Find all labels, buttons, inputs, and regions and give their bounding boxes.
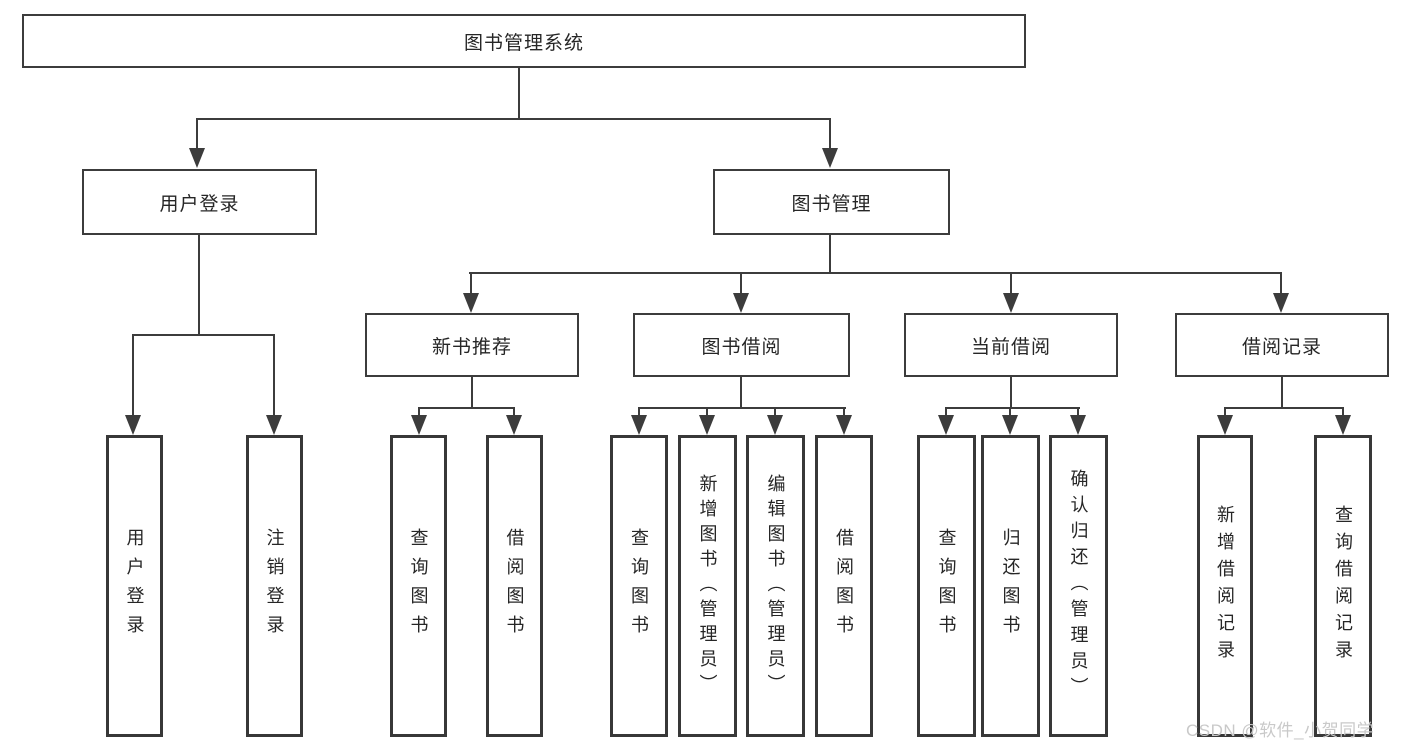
- connector-borrow-stem: [740, 377, 742, 409]
- leaf-logout-label: 注销登录: [264, 528, 285, 644]
- arrow-to-br-add: [1217, 415, 1233, 435]
- connector-to-nb-query: [418, 407, 420, 419]
- csdn-watermark: CSDN @软件_小贺同学: [1186, 721, 1375, 740]
- connector-user-login-stem: [198, 235, 200, 336]
- connector-new-books-rail: [418, 407, 515, 409]
- node-root: 图书管理系统: [22, 14, 1026, 68]
- connector-to-br-add: [1224, 407, 1226, 419]
- leaf-bb-add-label: 新增图书（管理员）: [697, 473, 718, 699]
- connector-to-new-books: [470, 272, 472, 295]
- leaf-cb-confirm: 确认归还（管理员）: [1049, 435, 1108, 737]
- connector-level3-rail: [469, 272, 1281, 274]
- leaf-cb-return-label: 归还图书: [1000, 528, 1021, 644]
- leaf-cb-query-label: 查询图书: [936, 528, 957, 644]
- arrow-to-borrow: [733, 293, 749, 313]
- arrow-to-bb-edit: [767, 415, 783, 435]
- leaf-nb-query-label: 查询图书: [408, 528, 429, 644]
- arrow-to-cb-query: [938, 415, 954, 435]
- connector-new-books-stem: [471, 377, 473, 409]
- node-records: 借阅记录: [1175, 313, 1389, 377]
- leaf-nb-query: 查询图书: [390, 435, 447, 737]
- arrow-to-records: [1273, 293, 1289, 313]
- arrow-to-cb-confirm: [1070, 415, 1086, 435]
- arrow-to-current: [1003, 293, 1019, 313]
- connector-root-stem: [518, 68, 520, 119]
- connector-to-cb-return: [1009, 407, 1011, 419]
- connector-to-user-login: [196, 118, 198, 150]
- node-book-mgmt: 图书管理: [713, 169, 950, 235]
- leaf-bb-query: 查询图书: [610, 435, 668, 737]
- connector-book-mgmt-stem: [829, 235, 831, 274]
- connector-to-bb-borrow: [843, 407, 845, 419]
- leaf-cb-confirm-label: 确认归还（管理员）: [1068, 469, 1089, 703]
- arrow-to-bb-query: [631, 415, 647, 435]
- connector-records-stem: [1281, 377, 1283, 409]
- arrow-to-user-login: [189, 148, 205, 168]
- connector-to-current: [1010, 272, 1012, 295]
- node-records-label: 借阅记录: [1241, 336, 1322, 358]
- connector-to-bb-add: [706, 407, 708, 419]
- leaf-user-login-label: 用户登录: [124, 528, 145, 644]
- node-new-books-label: 新书推荐: [431, 336, 512, 358]
- node-current: 当前借阅: [904, 313, 1118, 377]
- leaf-cb-return: 归还图书: [981, 435, 1040, 737]
- leaf-bb-query-label: 查询图书: [629, 528, 649, 644]
- connector-user-login-rail: [132, 334, 275, 336]
- arrow-to-bb-add: [699, 415, 715, 435]
- arrow-to-book-mgmt: [822, 148, 838, 168]
- arrow-to-cb-return: [1002, 415, 1018, 435]
- leaf-br-query-label: 查询借阅记录: [1333, 505, 1353, 667]
- connector-to-book-mgmt: [829, 118, 831, 150]
- leaf-nb-borrow-label: 借阅图书: [504, 528, 525, 644]
- node-book-mgmt-label: 图书管理: [791, 193, 872, 215]
- node-current-label: 当前借阅: [970, 336, 1051, 358]
- leaf-bb-add: 新增图书（管理员）: [678, 435, 737, 737]
- leaf-br-add-label: 新增借阅记录: [1215, 505, 1235, 667]
- leaf-bb-borrow-label: 借阅图书: [834, 528, 854, 644]
- connector-records-rail: [1224, 407, 1344, 409]
- connector-to-leaf-logout: [273, 334, 275, 416]
- connector-current-rail: [945, 407, 1080, 409]
- connector-to-bb-query: [638, 407, 640, 419]
- node-borrow: 图书借阅: [633, 313, 850, 377]
- arrow-to-bb-borrow: [836, 415, 852, 435]
- connector-level2-rail: [197, 118, 831, 120]
- connector-to-cb-query: [945, 407, 947, 419]
- arrow-to-nb-borrow: [506, 415, 522, 435]
- leaf-nb-borrow: 借阅图书: [486, 435, 543, 737]
- leaf-logout: 注销登录: [246, 435, 303, 737]
- node-new-books: 新书推荐: [365, 313, 579, 377]
- arrow-to-nb-query: [411, 415, 427, 435]
- leaf-user-login: 用户登录: [106, 435, 163, 737]
- connector-to-bb-edit: [774, 407, 776, 419]
- connector-to-records: [1280, 272, 1282, 295]
- arrow-to-leaf-logout: [266, 415, 282, 435]
- leaf-br-add: 新增借阅记录: [1197, 435, 1253, 737]
- connector-to-leaf-user-login: [132, 334, 134, 416]
- arrow-to-new-books: [463, 293, 479, 313]
- node-user-login: 用户登录: [82, 169, 317, 235]
- arrow-to-leaf-user-login: [125, 415, 141, 435]
- node-user-login-label: 用户登录: [159, 193, 240, 215]
- leaf-br-query: 查询借阅记录: [1314, 435, 1372, 737]
- leaf-cb-query: 查询图书: [917, 435, 976, 737]
- connector-to-br-query: [1342, 407, 1344, 419]
- node-root-label: 图书管理系统: [463, 32, 584, 54]
- connector-current-stem: [1010, 377, 1012, 409]
- leaf-bb-borrow: 借阅图书: [815, 435, 873, 737]
- node-borrow-label: 图书借阅: [701, 336, 782, 358]
- connector-to-nb-borrow: [513, 407, 515, 419]
- connector-to-borrow: [740, 272, 742, 295]
- leaf-bb-edit: 编辑图书（管理员）: [746, 435, 805, 737]
- connector-borrow-rail: [638, 407, 846, 409]
- leaf-bb-edit-label: 编辑图书（管理员）: [765, 473, 786, 699]
- arrow-to-br-query: [1335, 415, 1351, 435]
- connector-to-cb-confirm: [1077, 407, 1079, 419]
